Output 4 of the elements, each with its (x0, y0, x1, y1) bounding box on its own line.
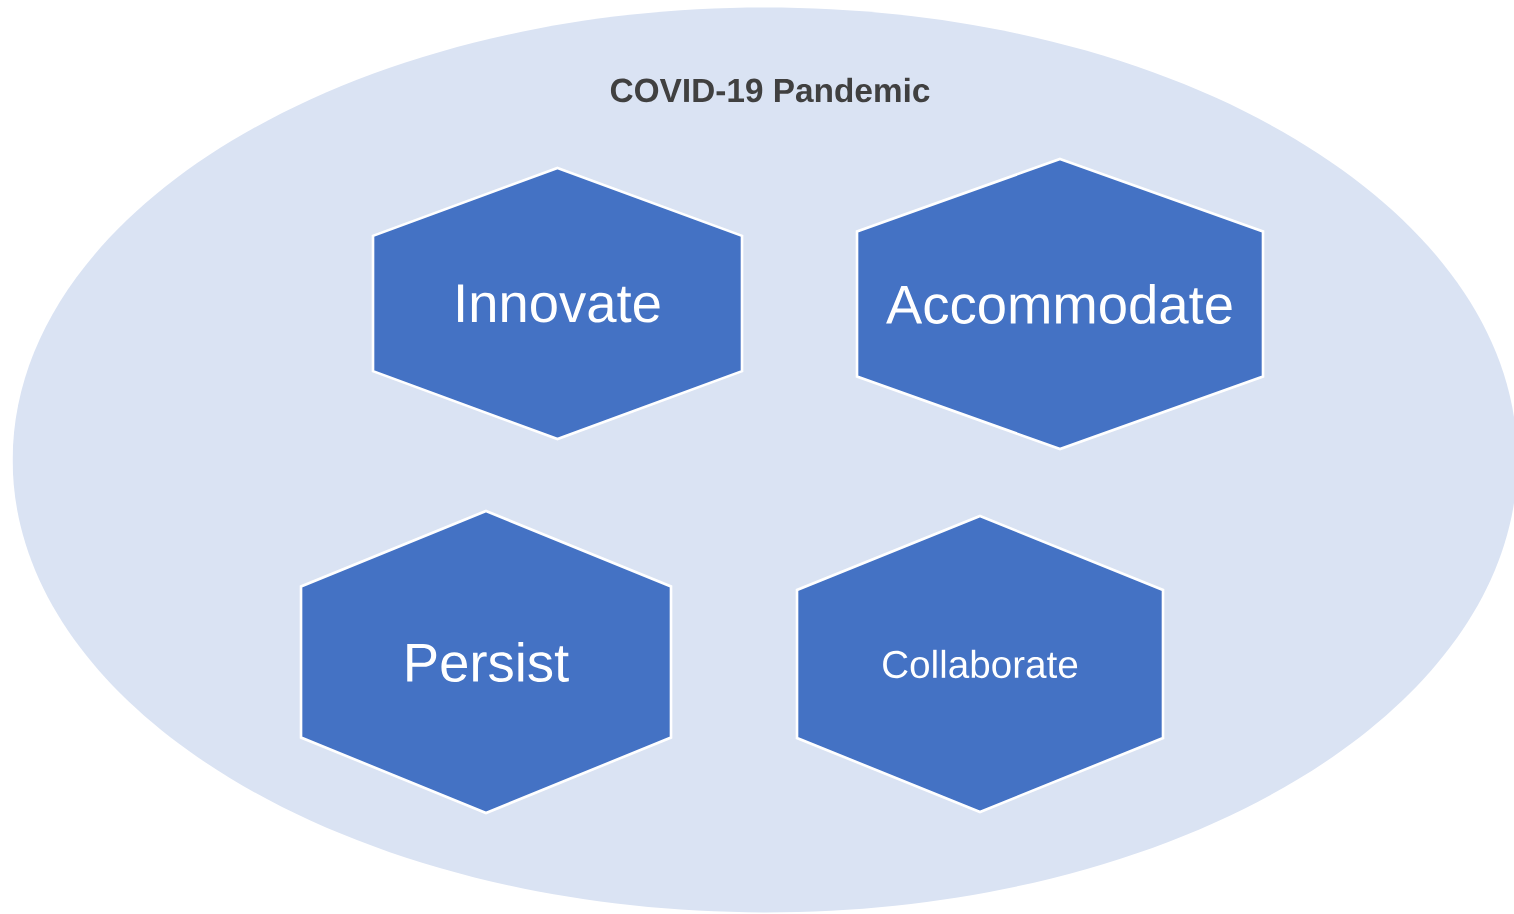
hexagon: Innovate (371, 166, 744, 441)
hexagon: Accommodate (855, 157, 1265, 451)
hexagon: Collaborate (795, 514, 1165, 814)
hexagon: Persist (299, 509, 673, 815)
